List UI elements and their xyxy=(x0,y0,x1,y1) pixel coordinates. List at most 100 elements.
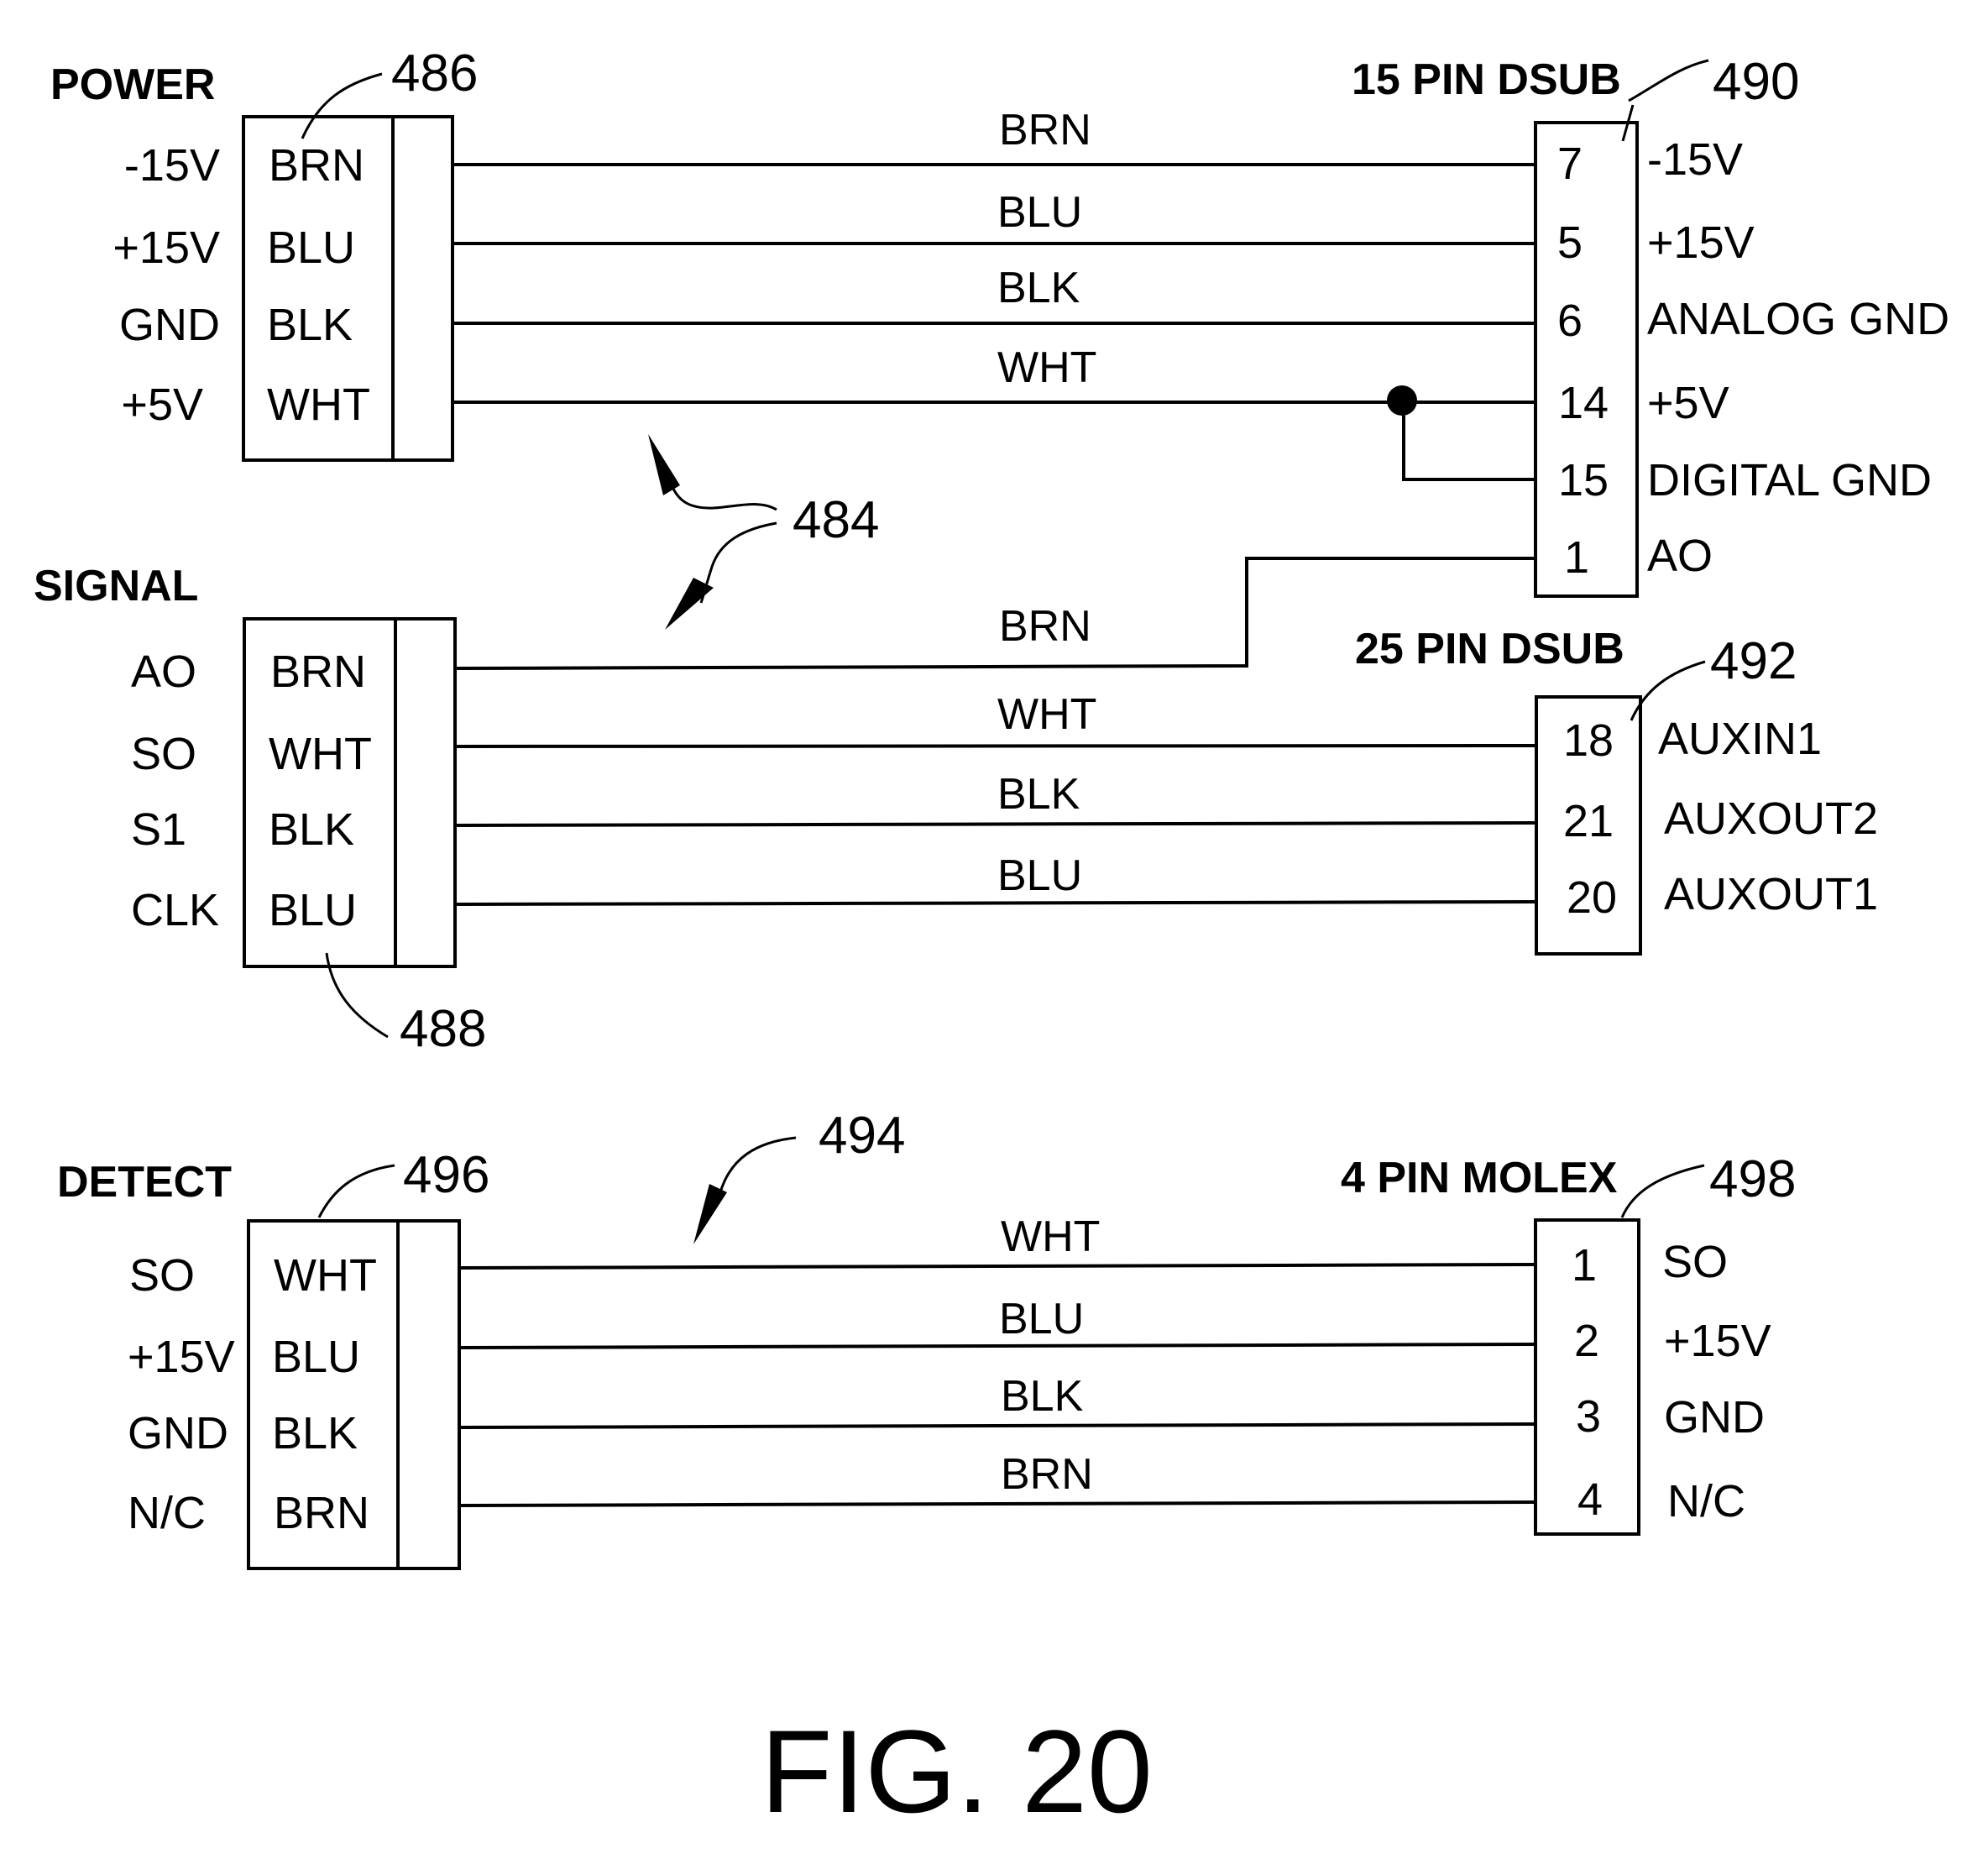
wire-label: BRN xyxy=(999,106,1091,154)
detect-connector-shell xyxy=(396,1219,461,1570)
dsub15-pin-name: AO xyxy=(1647,531,1713,581)
molex-pin-name: +15V xyxy=(1664,1316,1771,1366)
power-connector-shell xyxy=(391,115,454,462)
molex-ref-number: 498 xyxy=(1709,1150,1796,1208)
dsub15-ref-leader xyxy=(1628,59,1709,102)
signal-cable: BRN WHT BLK BLU xyxy=(454,557,1537,906)
power-wire-color: BLK xyxy=(267,300,353,350)
molex-connector-group: 4 PIN MOLEX 498 1 2 3 4 SO +15V GND N/C xyxy=(1341,1150,1796,1536)
dsub15-connector-body xyxy=(1534,121,1639,598)
detect-wire-color: BLU xyxy=(272,1332,360,1382)
dsub25-connector-group: 25 PIN DSUB 492 18 21 20 AUXIN1 AUXOUT2 … xyxy=(1355,625,1878,956)
signal-wire-color: BLK xyxy=(269,804,354,855)
wire-label: WHT xyxy=(1001,1212,1100,1261)
detect-signal-label: N/C xyxy=(128,1488,206,1538)
wire-blu xyxy=(458,1343,1536,1349)
power-signal-label: +5V xyxy=(121,380,203,430)
wire-blk xyxy=(454,821,1537,827)
callout-494-number: 494 xyxy=(819,1107,905,1165)
power-connector-group: POWER 486 -15V +15V GND +5V BRN BLU BLK … xyxy=(50,45,478,462)
detect-cable: WHT BLU BLK BRN xyxy=(458,1212,1536,1507)
dsub15-pin-number: 1 xyxy=(1564,532,1589,583)
dsub15-pin-number: 15 xyxy=(1558,455,1609,505)
detect-ref-number: 496 xyxy=(403,1146,489,1204)
dsub25-ref-number: 492 xyxy=(1710,632,1797,690)
molex-ref-leader xyxy=(1620,1164,1705,1218)
dsub25-pin-name: AUXOUT1 xyxy=(1664,869,1878,919)
figure-caption: FIG. 20 xyxy=(761,1705,1153,1837)
wire-wht-branch-digital-gnd xyxy=(1402,401,1535,481)
wire-label: BRN xyxy=(999,602,1091,651)
power-ref-leader xyxy=(301,72,383,139)
callout-484-leader-down xyxy=(699,521,777,604)
wire-label: BLU xyxy=(997,188,1082,237)
power-signal-label: +15V xyxy=(112,223,220,273)
detect-signal-label: +15V xyxy=(128,1332,235,1382)
wire-brn-to-ao xyxy=(454,557,1535,670)
dsub15-pin-name: +5V xyxy=(1647,378,1729,428)
molex-pin-name: N/C xyxy=(1667,1476,1745,1526)
callout-494-leader xyxy=(719,1136,797,1193)
signal-connector-shell xyxy=(394,617,457,968)
signal-connector-group: SIGNAL 488 AO SO S1 CLK BRN WHT BLK BLU xyxy=(34,562,486,1058)
power-wire-color: BLU xyxy=(267,223,355,273)
detect-signal-label: SO xyxy=(129,1250,195,1301)
dsub25-pin-number: 20 xyxy=(1567,872,1617,923)
signal-wire-color: BRN xyxy=(270,647,366,697)
dsub15-title: 15 PIN DSUB xyxy=(1352,55,1621,104)
detect-wire-color: BLK xyxy=(272,1408,358,1458)
detect-wire-color: WHT xyxy=(274,1250,377,1301)
signal-signal-label: CLK xyxy=(131,885,219,935)
dsub25-pin-name: AUXIN1 xyxy=(1658,714,1822,764)
dsub15-pin-name: -15V xyxy=(1647,134,1743,185)
detect-wire-color: BRN xyxy=(274,1488,369,1538)
power-cable: BRN BLU BLK WHT xyxy=(453,106,1535,481)
wire-label: WHT xyxy=(997,690,1096,739)
dsub25-pin-number: 18 xyxy=(1563,715,1614,766)
callout-494: 494 xyxy=(693,1107,905,1244)
dsub25-title: 25 PIN DSUB xyxy=(1355,625,1624,673)
signal-signal-label: AO xyxy=(131,647,196,697)
dsub15-pin-name: ANALOG GND xyxy=(1647,294,1949,344)
signal-title: SIGNAL xyxy=(34,562,198,610)
signal-ref-number: 488 xyxy=(400,1000,486,1058)
molex-pin-name: GND xyxy=(1664,1392,1765,1443)
signal-wire-color: BLU xyxy=(269,885,357,935)
detect-signal-label: GND xyxy=(128,1408,228,1458)
arrowhead-down-icon xyxy=(665,578,714,630)
arrowhead-down-icon xyxy=(693,1184,727,1244)
power-title: POWER xyxy=(50,60,215,109)
molex-connector-body xyxy=(1534,1218,1640,1536)
power-signal-label: GND xyxy=(119,300,220,350)
dsub15-pin-number: 14 xyxy=(1558,378,1609,428)
wire-label: BLK xyxy=(997,264,1080,312)
dsub15-ref-number: 490 xyxy=(1713,53,1799,111)
dsub15-connector-group: 15 PIN DSUB 490 7 5 6 14 15 1 -15V +15V … xyxy=(1352,53,1949,598)
signal-signal-label: S1 xyxy=(131,804,186,855)
dsub15-pin-name: +15V xyxy=(1647,217,1755,268)
wire-label: BLU xyxy=(997,851,1082,900)
wire-label: BLU xyxy=(999,1295,1084,1343)
arrowhead-up-icon xyxy=(648,434,680,495)
signal-ref-leader xyxy=(325,952,389,1039)
dsub25-ref-leader xyxy=(1630,660,1706,721)
power-wire-color: BRN xyxy=(269,140,364,191)
molex-pin-name: SO xyxy=(1662,1237,1728,1287)
detect-ref-leader xyxy=(317,1164,395,1218)
power-ref-number: 486 xyxy=(391,45,478,102)
dsub15-pin-number: 6 xyxy=(1557,296,1583,346)
dsub15-pin-number: 7 xyxy=(1557,139,1583,189)
wire-label: BRN xyxy=(1001,1450,1093,1499)
power-signal-label: -15V xyxy=(124,140,220,191)
molex-pin-number: 2 xyxy=(1574,1316,1599,1366)
molex-pin-number: 3 xyxy=(1576,1391,1601,1442)
dsub15-pin-name: DIGITAL GND xyxy=(1647,455,1932,505)
wire-blk xyxy=(458,1422,1536,1429)
wire-wht xyxy=(458,1263,1536,1270)
detect-connector-group: DETECT 496 SO +15V GND N/C WHT BLU BLK B… xyxy=(57,1146,489,1570)
wire-blu xyxy=(454,900,1537,906)
dsub15-pin-number: 5 xyxy=(1557,217,1583,268)
molex-pin-number: 1 xyxy=(1572,1240,1597,1291)
power-wire-color: WHT xyxy=(267,380,370,430)
